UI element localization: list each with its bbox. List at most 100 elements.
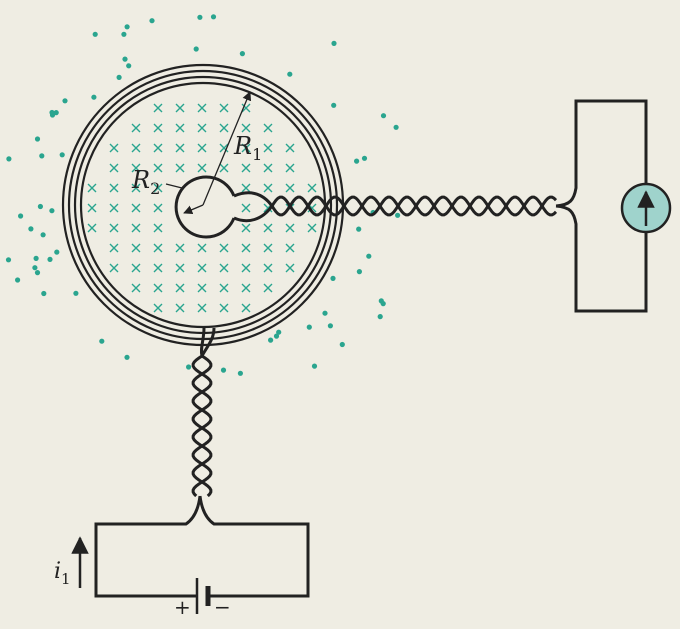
cross-mark-icon — [109, 203, 119, 213]
cross-mark-icon — [241, 123, 251, 133]
cross-mark-icon — [175, 263, 185, 273]
twisted-pair-meter — [233, 191, 558, 223]
dot-icon — [331, 40, 337, 47]
battery-icon — [195, 578, 211, 614]
dot-icon — [395, 212, 401, 218]
r1-label: R1 — [233, 132, 262, 164]
dot-icon — [197, 14, 203, 20]
cross-mark-icon — [153, 143, 163, 153]
cross-mark-icon — [307, 223, 317, 233]
cross-mark-icon — [285, 243, 295, 253]
dot-icon — [54, 249, 60, 255]
dot-icon — [354, 158, 360, 164]
dot-icon — [34, 136, 41, 142]
dot-icon — [186, 364, 192, 370]
small-loop — [174, 175, 236, 239]
dot-icon — [380, 113, 387, 119]
cross-mark-icon — [197, 283, 207, 293]
cross-mark-icon — [197, 163, 207, 173]
dot-icon — [40, 232, 46, 238]
dot-icon — [33, 255, 39, 261]
cross-mark-icon — [219, 163, 229, 173]
dot-icon — [306, 324, 312, 330]
dot-icon — [327, 323, 333, 329]
dot-icon — [62, 98, 68, 104]
cross-mark-icon — [131, 283, 141, 293]
dot-icon — [331, 102, 337, 108]
galvanometer-icon — [620, 182, 672, 234]
cross-mark-icon — [175, 243, 185, 253]
cross-mark-icon — [285, 163, 295, 173]
cross-mark-icon — [153, 243, 163, 253]
dot-icon — [268, 337, 274, 343]
cross-mark-icon — [285, 223, 295, 233]
battery-circuit — [94, 495, 310, 598]
field-crosses-inside — [87, 103, 317, 313]
dot-icon — [361, 155, 368, 161]
cross-mark-icon — [285, 263, 295, 273]
cross-mark-icon — [263, 183, 273, 193]
cross-mark-icon — [307, 183, 317, 193]
cross-mark-icon — [175, 123, 185, 133]
cross-mark-icon — [219, 263, 229, 273]
cross-mark-icon — [197, 263, 207, 273]
cross-mark-icon — [219, 103, 229, 113]
dot-icon — [39, 153, 45, 159]
cross-mark-icon — [197, 303, 207, 313]
dot-icon — [377, 314, 383, 320]
dot-icon — [59, 152, 65, 158]
dot-icon — [47, 256, 53, 262]
dot-icon — [49, 109, 55, 116]
cross-mark-icon — [219, 123, 229, 133]
cross-mark-icon — [153, 183, 163, 193]
dot-icon — [18, 213, 24, 219]
dot-icon — [356, 269, 362, 275]
cross-mark-icon — [241, 283, 251, 293]
cross-mark-icon — [153, 163, 163, 173]
cross-mark-icon — [153, 263, 163, 273]
cross-mark-icon — [175, 103, 185, 113]
cross-mark-icon — [241, 263, 251, 273]
cross-mark-icon — [197, 243, 207, 253]
dot-icon — [32, 265, 38, 271]
cross-mark-icon — [87, 223, 97, 233]
cross-mark-icon — [263, 243, 273, 253]
meter-circuit — [555, 99, 648, 313]
cross-mark-icon — [175, 303, 185, 313]
dot-icon — [311, 363, 318, 369]
cross-mark-icon — [109, 163, 119, 173]
cross-mark-icon — [219, 283, 229, 293]
dot-icon — [91, 94, 97, 100]
cross-mark-icon — [197, 143, 207, 153]
cross-mark-icon — [241, 103, 251, 113]
dot-icon — [322, 310, 328, 316]
dot-icon — [116, 74, 122, 80]
dot-icon — [49, 208, 55, 214]
cross-mark-icon — [175, 283, 185, 293]
cross-mark-icon — [131, 183, 141, 193]
cross-mark-icon — [263, 163, 273, 173]
cross-mark-icon — [131, 223, 141, 233]
dot-icon — [37, 203, 44, 210]
cross-mark-icon — [285, 183, 295, 193]
cross-mark-icon — [241, 243, 251, 253]
cross-mark-icon — [263, 143, 273, 153]
dot-icon — [273, 333, 280, 339]
cross-mark-icon — [263, 123, 273, 133]
dot-icon — [193, 46, 199, 52]
cross-mark-icon — [131, 163, 141, 173]
dot-icon — [124, 24, 130, 30]
dot-icon — [122, 56, 128, 62]
cross-mark-icon — [241, 303, 251, 313]
cross-mark-icon — [153, 123, 163, 133]
cross-mark-icon — [219, 143, 229, 153]
cross-mark-icon — [131, 243, 141, 253]
battery-minus-label: − — [214, 595, 231, 619]
cross-mark-icon — [241, 223, 251, 233]
dot-icon — [330, 275, 336, 281]
cross-mark-icon — [263, 263, 273, 273]
cross-mark-icon — [175, 143, 185, 153]
cross-mark-icon — [241, 163, 251, 173]
dot-icon — [28, 226, 34, 232]
dot-icon — [73, 290, 79, 296]
